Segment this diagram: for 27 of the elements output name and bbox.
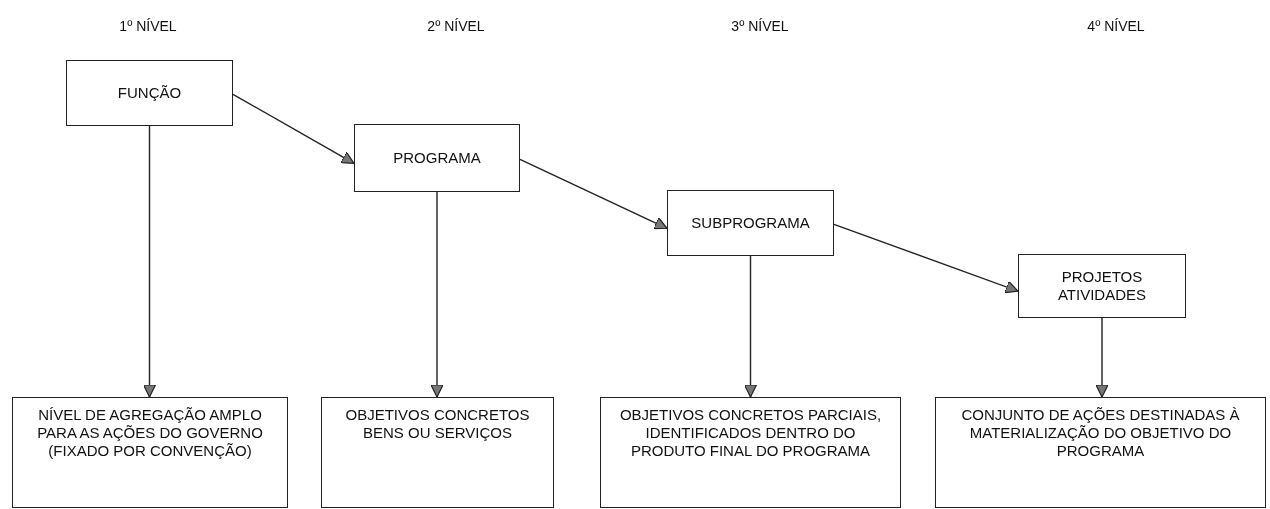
process-box — [667, 190, 834, 256]
level-heading: 2º NÍVEL — [426, 18, 486, 34]
box-text: CONJUNTO DE AÇÕES DESTINADAS À MATERIALIZAÇÃO DO OBJETIVO DO PROGRAMA — [960, 406, 1241, 460]
process-box — [12, 397, 288, 508]
process-box — [354, 124, 520, 192]
level-heading: 4º NÍVEL — [1086, 18, 1146, 34]
box-text: FUNÇÃO — [117, 84, 182, 102]
arrow — [1095, 317, 1109, 398]
level-heading: 3º NÍVEL — [730, 18, 790, 34]
process-box — [600, 397, 901, 508]
level-heading: 1º NÍVEL — [118, 18, 178, 34]
box-text: NÍVEL DE AGREGAÇÃO AMPLO PARA AS AÇÕES DO GOVERNO (FIXADO POR CONVENÇÃO) — [36, 406, 264, 460]
arrow — [232, 93, 355, 165]
arrow — [430, 191, 444, 398]
process-box — [935, 397, 1266, 508]
arrow — [833, 223, 1019, 294]
box-text: SUBPROGRAMA — [691, 214, 810, 232]
process-box — [1018, 254, 1186, 318]
box-text: PROGRAMA — [393, 149, 481, 167]
process-box — [321, 397, 554, 508]
box-text: OBJETIVOS CONCRETOS PARCIAIS, IDENTIFICADOS DENTRO DO PRODUTO FINAL DO PROGRAMA — [618, 406, 883, 460]
arrow — [142, 125, 157, 398]
box-text: OBJETIVOS CONCRETOS BENS OU SERVIÇOS — [344, 406, 531, 442]
box-text: PROJETOS ATIVIDADES — [1056, 268, 1148, 304]
arrow — [519, 158, 668, 230]
process-box — [66, 60, 233, 126]
arrow — [743, 255, 758, 398]
